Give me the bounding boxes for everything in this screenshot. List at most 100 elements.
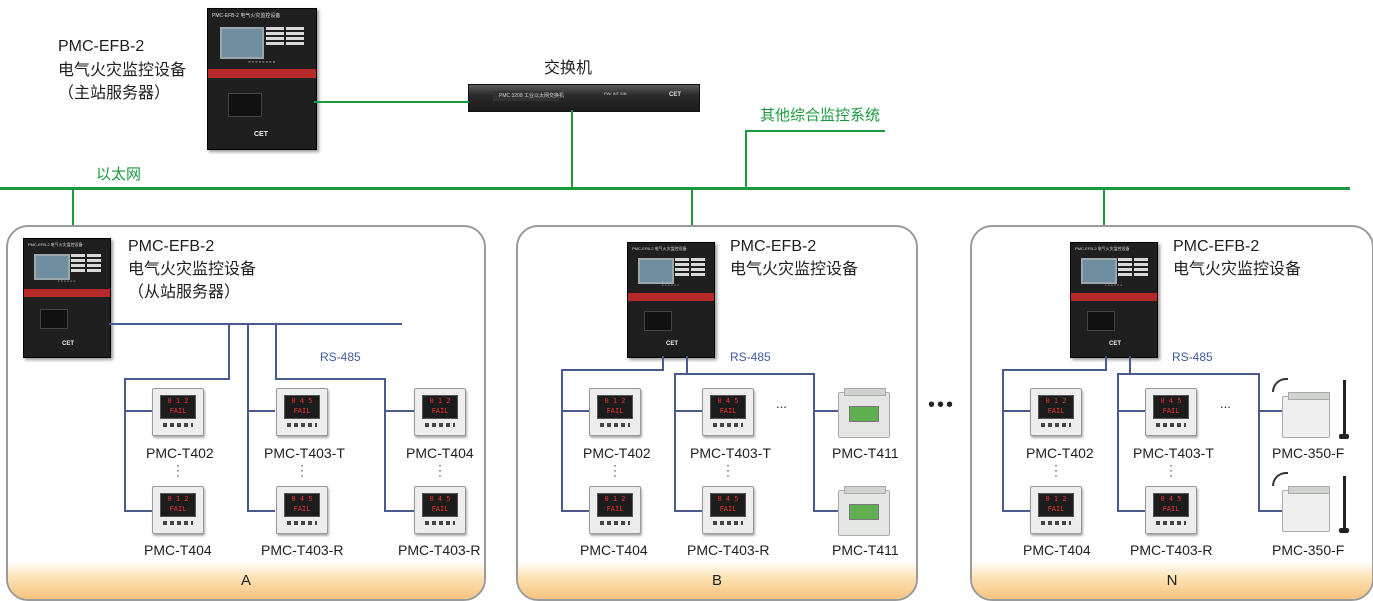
- cabinet-keypad: ◦◦◦◦◦◦◦◦: [248, 59, 276, 66]
- main-server-model: PMC-EFB-2: [58, 38, 145, 55]
- cabinet-header-text: PMC-EFB-2 电气火灾监控设备: [212, 13, 281, 19]
- zone-n-footer: N: [972, 561, 1372, 599]
- branch-line: [662, 356, 664, 370]
- branch-line: [228, 323, 230, 379]
- device-label: PMC-T403-T: [264, 445, 345, 461]
- device-label: PMC-T403-R: [261, 542, 344, 558]
- zone-n-server-cabinet: PMC-EFB-2 电气火灾监控设备 ◦◦◦◦◦◦ CET: [1070, 242, 1158, 358]
- zone-n-server-model: PMC-EFB-2: [1173, 238, 1260, 255]
- branch-line: [1002, 369, 1107, 371]
- cabinet-logo: CET: [1109, 341, 1121, 347]
- server-to-switch-line: [314, 101, 469, 103]
- branch-line: [1258, 510, 1282, 512]
- branch-line: [1258, 410, 1282, 412]
- cabinet-logo: CET: [254, 131, 268, 138]
- branch-line: [124, 510, 152, 512]
- branch-line: [384, 410, 414, 412]
- device-label: PMC-T411: [832, 542, 899, 558]
- drop-line-b: [691, 189, 693, 243]
- switch-ports-text: PW/ INT S/B: [604, 91, 627, 96]
- rail-display: [849, 504, 879, 520]
- switch-down-line: [571, 110, 573, 188]
- device-label: PMC-T403-T: [690, 445, 771, 461]
- cabinet-red-band: [1071, 293, 1157, 301]
- branch-line: [1129, 373, 1259, 375]
- main-server-role: （主站服务器）: [58, 85, 171, 102]
- cabinet-printer: [1087, 311, 1115, 331]
- horizontal-ellipsis: ...: [1220, 396, 1231, 411]
- device-label: PMC-350-F: [1272, 445, 1345, 461]
- other-system-horizontal: [745, 130, 885, 132]
- cabinet-logo: CET: [666, 341, 678, 347]
- cabinet-red-band: [628, 293, 714, 301]
- cabinet-buttons: [71, 254, 101, 272]
- cabinet-buttons: [675, 258, 705, 276]
- switch-label: 交换机: [544, 60, 593, 77]
- branch-line: [1002, 510, 1030, 512]
- branch-line: [561, 410, 589, 412]
- zone-a-footer: A: [8, 561, 484, 599]
- cabinet-printer: [644, 311, 672, 331]
- branch-line: [1117, 410, 1145, 412]
- antenna: [1343, 476, 1346, 530]
- drop-line-n: [1103, 189, 1105, 243]
- wireless-module-device: [1282, 392, 1330, 438]
- branch-line: [674, 510, 702, 512]
- device-label: PMC-T404: [406, 445, 474, 461]
- vertical-ellipsis: ···: [1054, 458, 1058, 482]
- device-label: PMC-350-F: [1272, 542, 1345, 558]
- branch-line: [275, 378, 385, 380]
- cabinet-logo: CET: [62, 341, 74, 347]
- zone-a-rs485-bus: [109, 323, 402, 325]
- rail-module-device: [838, 388, 890, 438]
- branch-line: [813, 510, 839, 512]
- device-label: PMC-T403-R: [687, 542, 770, 558]
- horizontal-ellipsis: ...: [776, 396, 787, 411]
- cabinet-keypad: ◦◦◦◦◦◦: [57, 279, 77, 285]
- branch-line: [561, 369, 563, 512]
- zone-n-rs485-label: RS-485: [1172, 350, 1213, 364]
- zone-b-server-model: PMC-EFB-2: [730, 238, 817, 255]
- network-switch: PMC 3208 工业以太网交换机 PW/ INT S/B CET: [468, 84, 700, 112]
- device-label: PMC-T402: [1026, 445, 1094, 461]
- other-system-vertical: [745, 130, 747, 188]
- cabinet-red-band: [208, 69, 316, 78]
- branch-line: [686, 356, 688, 374]
- wireless-module-device: [1282, 486, 1330, 532]
- cabinet-screen: [638, 258, 674, 284]
- device-label: PMC-T404: [144, 542, 212, 558]
- branch-line: [1117, 510, 1145, 512]
- zone-a-server-model: PMC-EFB-2: [128, 238, 215, 255]
- rail-display: [849, 406, 879, 422]
- branch-line: [124, 410, 152, 412]
- cabinet-header-text: PMC-EFB-2 电气火灾监控设备: [28, 242, 83, 247]
- zone-b-footer: B: [518, 561, 916, 599]
- device-label: PMC-T402: [146, 445, 214, 461]
- vertical-ellipsis: ···: [1169, 458, 1173, 482]
- cabinet-keypad: ◦◦◦◦◦◦: [661, 283, 681, 289]
- branch-line: [1117, 373, 1119, 512]
- device-label: PMC-T404: [580, 542, 648, 558]
- branch-line: [561, 369, 664, 371]
- antenna-base: [1339, 528, 1349, 533]
- branch-line: [247, 323, 249, 512]
- switch-face-text: PMC 3208 工业以太网交换机: [493, 91, 564, 101]
- device-label: PMC-T402: [583, 445, 651, 461]
- zone-a-rs485-label: RS-485: [320, 350, 361, 364]
